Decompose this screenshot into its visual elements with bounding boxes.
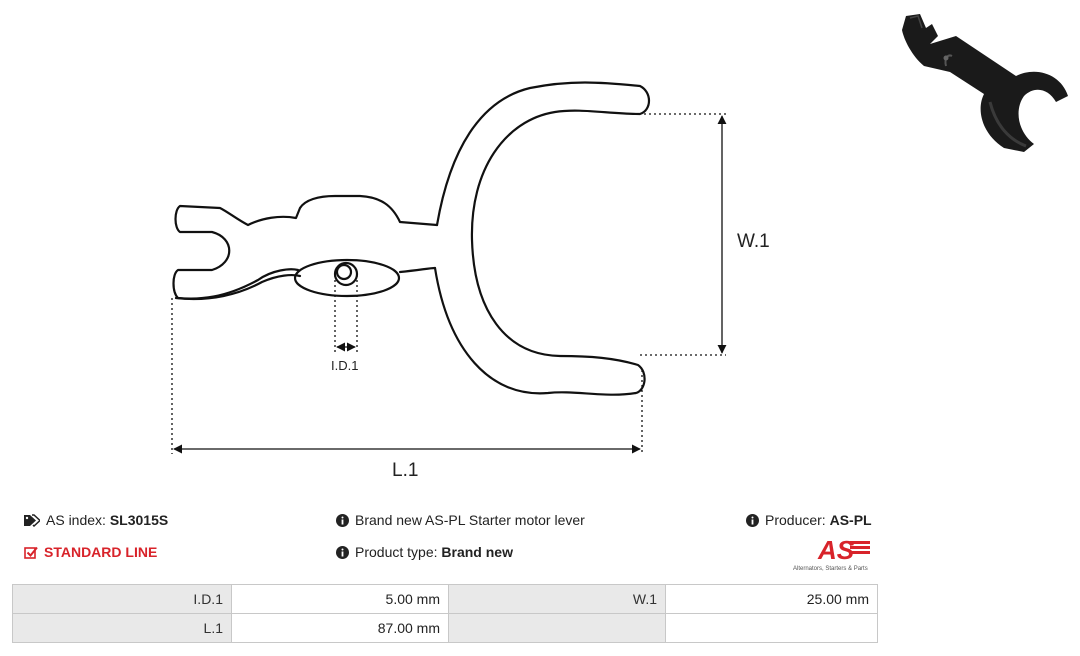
dim-label-id: I.D.1: [331, 358, 358, 373]
lever-outline: [172, 194, 439, 300]
product-type: Product type: Brand new: [336, 544, 513, 560]
product-type-label: Product type:: [355, 544, 438, 560]
info-circle-icon: [336, 514, 349, 527]
as-index-value: SL3015S: [109, 512, 169, 528]
info-circle-icon: [336, 546, 349, 559]
yoke-outer: [433, 81, 651, 396]
lever-lower-edge: [174, 274, 302, 301]
pivot-hole-inner: [335, 263, 353, 281]
svg-text:Alternators, Starters & Parts: Alternators, Starters & Parts: [793, 566, 868, 572]
as-index: AS index: SL3015S: [24, 512, 168, 528]
product-photo: [902, 14, 1068, 152]
producer-label: Producer:: [765, 512, 826, 528]
dim-label-width: W.1: [737, 231, 770, 252]
as-index-label: AS index:: [46, 512, 106, 528]
checkbox-icon: [24, 546, 38, 559]
param-label: [448, 613, 666, 643]
param-value: 87.00 mm: [231, 613, 449, 643]
lever-boss: [293, 258, 401, 298]
pivot-hole-outer: [333, 261, 359, 287]
product-line: STANDARD LINE: [24, 544, 157, 560]
producer: Producer: AS-PL: [746, 512, 872, 528]
technical-drawing: I.D.1 W.1 L.1: [171, 81, 770, 481]
param-label: I.D.1: [12, 584, 232, 614]
as-pl-logo: AS Alternators, Starters & Parts: [793, 535, 870, 572]
param-label: W.1: [448, 584, 666, 614]
dim-label-length: L.1: [392, 460, 418, 481]
param-label: L.1: [12, 613, 232, 643]
parameters-table: I.D.1 5.00 mm W.1 25.00 mm L.1 87.00 mm: [12, 584, 878, 643]
producer-value: AS-PL: [829, 512, 872, 528]
table-row: L.1 87.00 mm: [12, 613, 878, 643]
param-value: 5.00 mm: [231, 584, 449, 614]
table-row: I.D.1 5.00 mm W.1 25.00 mm: [12, 584, 878, 614]
param-value: 25.00 mm: [665, 584, 878, 614]
param-value: [665, 613, 878, 643]
description-text: Brand new AS-PL Starter motor lever: [355, 512, 585, 528]
description: Brand new AS-PL Starter motor lever: [336, 512, 585, 528]
tags-icon: [24, 514, 40, 527]
product-type-value: Brand new: [441, 544, 513, 560]
lever-neck: [398, 266, 437, 274]
info-circle-icon: [746, 514, 759, 527]
standard-line-label: STANDARD LINE: [44, 544, 158, 560]
svg-text:AS: AS: [817, 535, 855, 565]
